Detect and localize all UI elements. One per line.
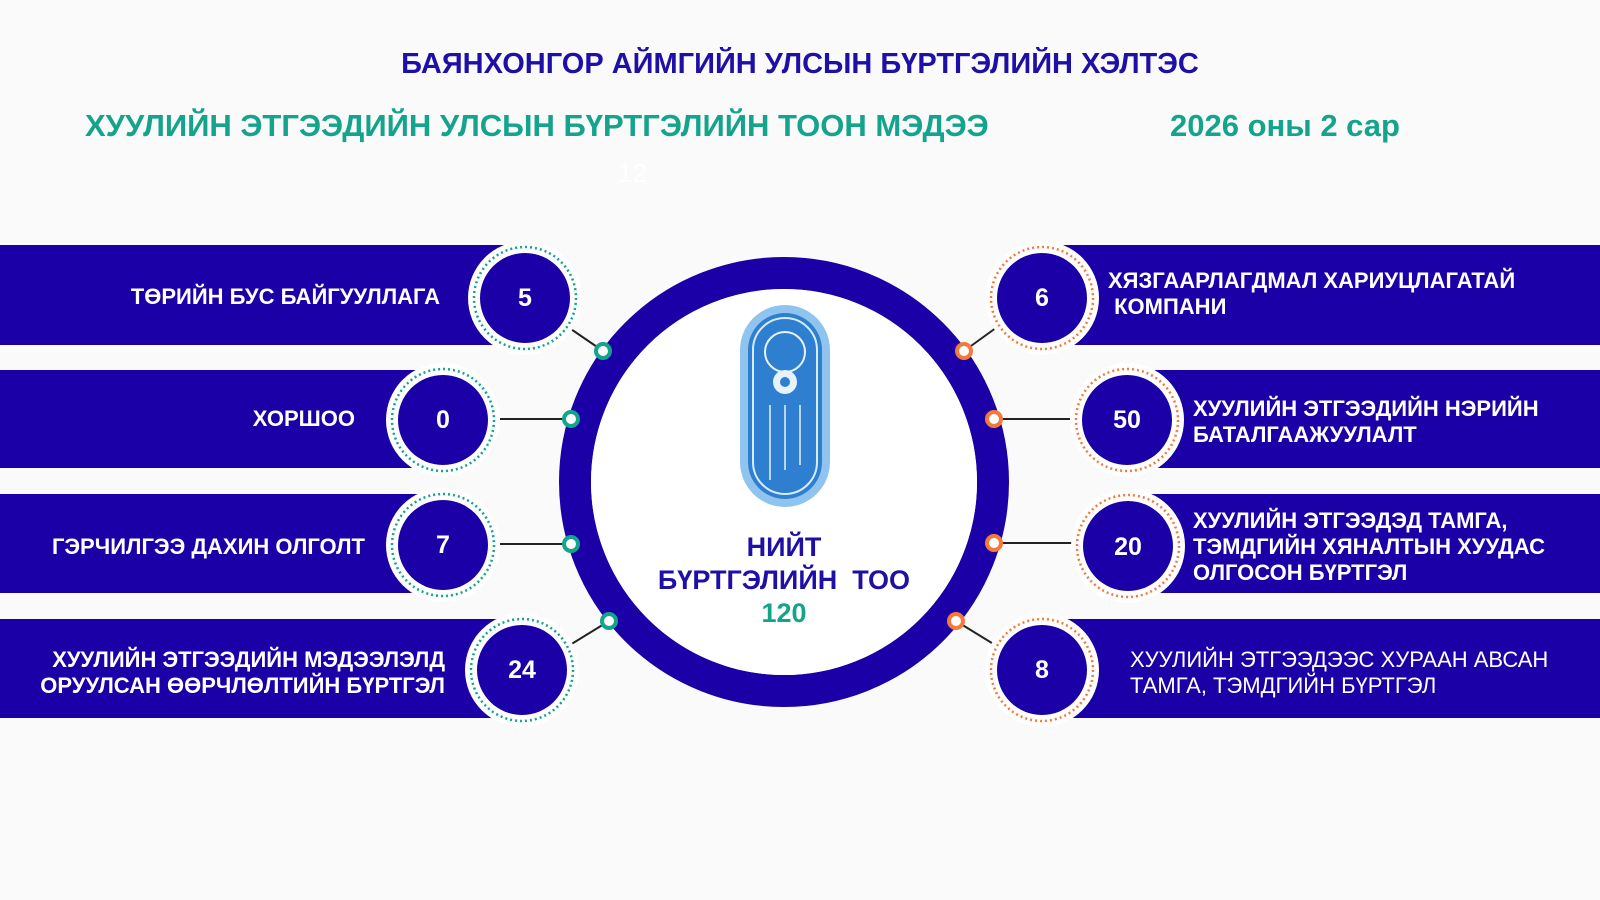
orange-dot — [955, 342, 973, 360]
orange-dot — [985, 534, 1003, 552]
right-bar-3 — [1148, 494, 1600, 593]
label-info-changes: ХУУЛИЙН ЭТГЭЭДИЙН МЭДЭЭЛЭЛД ОРУУЛСАН ӨӨР… — [5, 647, 445, 699]
right-bar-1 — [1062, 245, 1600, 345]
orange-dot — [947, 612, 965, 630]
right-bar-2 — [1148, 370, 1600, 468]
center-label-line1: НИЙТ — [746, 532, 822, 562]
center-ring — [559, 257, 1009, 707]
faint-number: 12 — [618, 158, 647, 188]
page-subtitle: ХУУЛИЙН ЭТГЭЭДИЙН УЛСЫН БҮРТГЭЛИЙН ТООН … — [85, 108, 989, 143]
center-total: 120 — [761, 598, 807, 628]
left-bar-3 — [0, 494, 420, 593]
value-llc: 6 — [1035, 284, 1049, 312]
emblem-logo — [740, 305, 830, 507]
label-line: ТЭМДГИЙН ХЯНАЛТЫН ХУУДАС — [1193, 534, 1545, 559]
left-bar-4 — [0, 619, 505, 718]
label-line: ХЯЗГААРЛАГДМАЛ ХАРИУЦЛАГАТАЙ — [1108, 268, 1516, 293]
value-certificate-reissue: 7 — [436, 531, 450, 559]
label-seal-control-sheet: ХУУЛИЙН ЭТГЭЭДЭД ТАМГА, ТЭМДГИЙН ХЯНАЛТЫ… — [1193, 508, 1593, 586]
value-info-changes: 24 — [508, 656, 536, 684]
label-line: ХУУЛИЙН ЭТГЭЭДИЙН НЭРИЙН — [1193, 396, 1539, 421]
value-ngo: 5 — [518, 284, 532, 312]
teal-dot — [562, 410, 580, 428]
orange-dot — [985, 410, 1003, 428]
label-line: ХУУЛИЙН ЭТГЭЭДИЙН МЭДЭЭЛЭЛД — [52, 647, 445, 672]
teal-dot — [594, 342, 612, 360]
label-name-verification: ХУУЛИЙН ЭТГЭЭДИЙН НЭРИЙН БАТАЛГААЖУУЛАЛТ — [1193, 396, 1593, 448]
label-llc: ХЯЗГААРЛАГДМАЛ ХАРИУЦЛАГАТАЙ КОМПАНИ — [1108, 268, 1588, 320]
label-line: КОМПАНИ — [1108, 294, 1227, 319]
label-line: ХУУЛИЙН ЭТГЭЭДЭД ТАМГА, — [1193, 508, 1508, 533]
left-number-circles — [386, 241, 582, 727]
page-title: БАЯНХОНГОР АЙМГИЙН УЛСЫН БҮРТГЭЛИЙН ХЭЛТ… — [401, 48, 1199, 80]
value-seal-revoked: 8 — [1035, 656, 1049, 684]
center-label-line2: БҮРТГЭЛИЙН ТОО — [657, 565, 911, 595]
label-cooperative: ХОРШОО — [252, 406, 355, 431]
label-line: БАТАЛГААЖУУЛАЛТ — [1193, 422, 1417, 447]
label-line: ОЛГОСОН БҮРТГЭЛ — [1193, 560, 1408, 585]
value-seal-control-sheet: 20 — [1114, 533, 1142, 561]
label-ngo: ТӨРИЙН БУС БАЙГУУЛЛАГА — [130, 284, 440, 309]
label-line: ТАМГА, ТЭМДГИЙН БҮРТГЭЛ — [1130, 673, 1437, 698]
right-number-circles — [985, 241, 1185, 727]
label-line: ОРУУЛСАН ӨӨРЧЛӨЛТИЙН БҮРТГЭЛ — [40, 673, 445, 698]
left-bar-1 — [0, 245, 505, 345]
teal-dot — [562, 535, 580, 553]
value-name-verification: 50 — [1113, 406, 1141, 434]
label-certificate-reissue: ГЭРЧИЛГЭЭ ДАХИН ОЛГОЛТ — [51, 534, 365, 559]
value-cooperative: 0 — [436, 406, 450, 434]
label-seal-revoked: ХУУЛИЙН ЭТГЭЭДЭЭС ХУРААН АВСАН ТАМГА, ТЭ… — [1130, 647, 1590, 699]
label-line: ХУУЛИЙН ЭТГЭЭДЭЭС ХУРААН АВСАН — [1130, 647, 1549, 672]
teal-dot — [600, 612, 618, 630]
right-bar-4 — [1062, 619, 1600, 718]
report-period: 2026 оны 2 сар — [1170, 108, 1400, 143]
left-bar-2 — [0, 370, 420, 468]
